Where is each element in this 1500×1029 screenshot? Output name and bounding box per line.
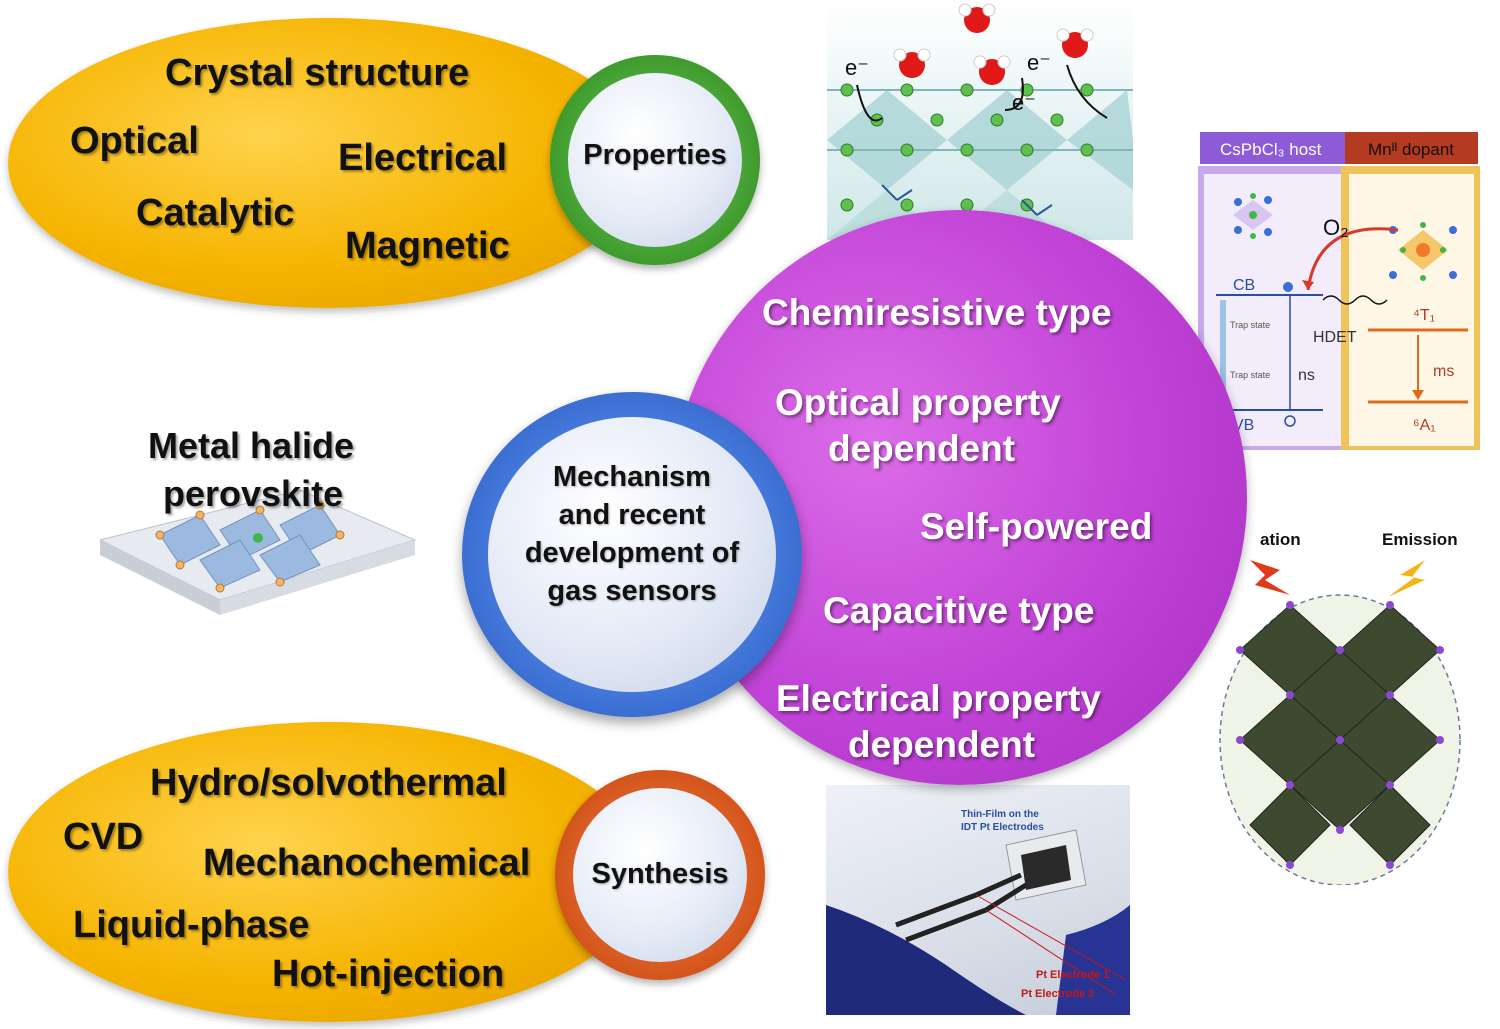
synthesis-item: Liquid-phase: [73, 904, 310, 946]
ms-label: ms: [1433, 363, 1454, 380]
sensor-type-electrical-line2: dependent: [848, 724, 1036, 765]
property-item: Electrical: [338, 137, 507, 179]
properties-ellipse: [8, 18, 648, 308]
property-item: Magnetic: [345, 225, 510, 267]
excitation-label: ation: [1260, 530, 1301, 549]
emission-panel: ation Emission: [1170, 525, 1500, 885]
sensor-type-optical-line2: dependent: [828, 428, 1016, 469]
electrode-2-label: Pt Electrode 2: [1021, 988, 1094, 1000]
cb-label: CB: [1233, 277, 1255, 294]
property-item: Crystal structure: [165, 52, 470, 94]
material-label-line2: perovskite: [163, 473, 344, 514]
sensor-type-capacitive: Capacitive type: [823, 590, 1095, 631]
synthesis-item: CVD: [63, 816, 144, 858]
water-adsorption-illustration: e⁻ e⁻ e⁻: [827, 3, 1133, 240]
dopant-header: [1345, 132, 1478, 164]
perovskite-structure-illustration: [98, 489, 417, 615]
electron-label: e⁻: [845, 55, 869, 80]
perovskite-slab: [98, 470, 420, 620]
property-item: Catalytic: [136, 192, 295, 234]
synthesis-item: Hot-injection: [272, 953, 505, 995]
mechanism-line4: gas sensors: [547, 575, 717, 607]
material-label-line1: Metal halide: [148, 425, 355, 466]
dopant-label: Mnᴵᴵ dopant: [1368, 140, 1454, 159]
sensor-type-self-powered: Self-powered: [920, 506, 1153, 547]
ns-label: ns: [1298, 367, 1315, 384]
sensor-type-optical-line1: Optical property: [775, 382, 1061, 423]
synthesis-ring: Synthesis: [555, 770, 765, 980]
synthesis-item: Mechanochemical: [203, 842, 531, 884]
properties-ring: Properties: [550, 55, 760, 265]
mechanism-line2: and recent: [558, 499, 706, 531]
dopant-lattice-icon: [1389, 222, 1457, 281]
mechanism-ring: Mechanism and recent development of gas …: [462, 392, 802, 717]
synthesis-item: Hydro/solvothermal: [150, 762, 507, 804]
sensor-type-electrical-line1: Electrical property: [776, 678, 1101, 719]
film-caption-2: IDT Pt Electrodes: [961, 822, 1044, 833]
mechanism-line1: Mechanism: [553, 461, 711, 493]
trap-label-1: Trap state: [1230, 320, 1270, 330]
electron-label: e⁻: [1012, 90, 1036, 115]
sensor-type-chemiresistive: Chemiresistive type: [762, 292, 1112, 333]
properties-label: Properties: [583, 139, 727, 171]
electrode-photo-panel: Thin-Film on the IDT Pt Electrodes Pt El…: [826, 785, 1130, 1015]
o2-label: O₂: [1323, 215, 1349, 240]
trap-label-2: Trap state: [1230, 370, 1270, 380]
emission-bolt-icon: [1388, 560, 1425, 597]
t1-label: ⁴T₁: [1413, 307, 1435, 324]
host-label: CsPbCl₃ host: [1220, 140, 1322, 159]
water-adsorption-panel: e⁻ e⁻ e⁻: [827, 0, 1133, 240]
glove-thumb: [826, 905, 1026, 1015]
hdet-label: HDET: [1313, 329, 1357, 346]
host-lattice-icon: [1233, 193, 1273, 239]
excitation-bolt-icon: [1250, 560, 1290, 595]
electrode-1-label: Pt Electrode 1: [1036, 969, 1109, 981]
synthesis-ellipse: [8, 722, 648, 1022]
host-header: [1200, 132, 1345, 164]
glove-finger: [1056, 905, 1130, 1015]
emission-label: Emission: [1382, 530, 1458, 549]
electron-label: e⁻: [1027, 50, 1051, 75]
energy-transfer-panel: CsPbCl₃ host Mnᴵᴵ dopant O₂ CB VB Trap s…: [1198, 130, 1480, 450]
a1-label: ⁶A₁: [1413, 417, 1436, 434]
mechanism-line3: development of: [524, 537, 740, 569]
film-caption-1: Thin-Film on the: [961, 809, 1039, 820]
synthesis-label: Synthesis: [591, 858, 729, 890]
property-item: Optical: [70, 120, 199, 162]
